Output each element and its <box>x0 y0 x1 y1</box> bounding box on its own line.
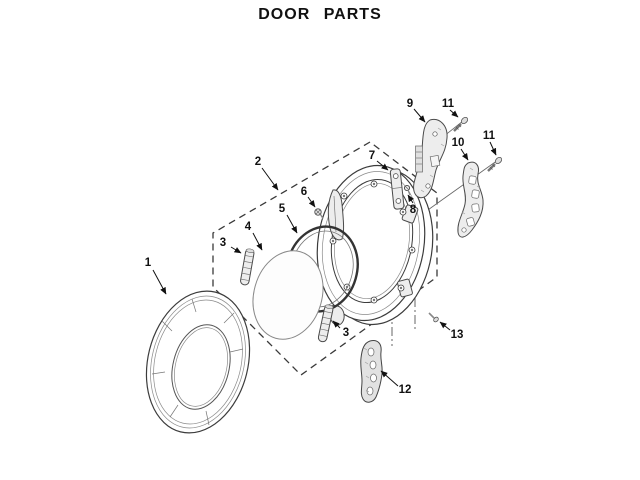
leader-12 <box>380 370 399 387</box>
leader-7 <box>376 160 389 171</box>
leader-3-upper <box>230 246 242 254</box>
hinge-part10 <box>457 161 484 238</box>
callout-10: 10 <box>452 137 465 149</box>
callout-1: 1 <box>145 257 152 269</box>
leader-4 <box>252 232 263 251</box>
callout-11-upper: 11 <box>442 98 455 110</box>
callout-4: 4 <box>245 221 252 233</box>
leader-9 <box>413 108 426 123</box>
callout-12: 12 <box>399 384 412 396</box>
ring-segment-lines <box>151 298 244 426</box>
callout-7: 7 <box>369 150 375 162</box>
leader-11-upper <box>449 109 459 118</box>
leader-8 <box>407 194 414 204</box>
screw-part11-upper <box>453 116 469 132</box>
leader-1 <box>152 269 167 295</box>
leader-3-lower <box>332 320 341 329</box>
leader-10 <box>460 148 469 161</box>
leader-2 <box>261 167 279 191</box>
screw-part13 <box>428 312 439 323</box>
frame-screw-bosses <box>329 180 416 304</box>
leader-5 <box>286 214 298 234</box>
leader-13 <box>439 321 451 331</box>
outer-door-ring-part1 <box>145 290 251 434</box>
leader-6 <box>307 196 316 208</box>
door-latch-part12 <box>360 340 383 403</box>
screw-part11-lower <box>487 156 503 172</box>
door-glass-part4 <box>252 250 324 340</box>
callout-2: 2 <box>255 156 261 168</box>
hinge-pin-part3-upper <box>240 248 255 286</box>
hinge-bracket-part7 <box>389 168 405 210</box>
page-title: DOOR PARTS <box>258 6 382 23</box>
callout-3-upper: 3 <box>220 237 226 249</box>
callout-6: 6 <box>301 186 307 198</box>
door-frame-assembly <box>316 164 434 326</box>
door-assembly-boundary-box <box>212 141 438 376</box>
leader-11-lower <box>489 141 497 156</box>
callout-3-lower: 3 <box>343 327 349 339</box>
callout-5: 5 <box>279 203 286 215</box>
callout-9: 9 <box>407 98 413 110</box>
callout-13: 13 <box>451 329 464 341</box>
leader-lines <box>152 108 497 387</box>
screw-part6 <box>314 208 324 219</box>
callout-8: 8 <box>410 204 417 216</box>
hinge-pin-part3-lower <box>317 304 334 343</box>
callout-11-lower: 11 <box>483 130 496 142</box>
hinge-cover-part9 <box>413 118 448 199</box>
callout-labels: 1 2 3 4 5 6 7 8 9 11 10 11 12 13 3 <box>145 98 496 396</box>
screw-part8 <box>403 184 411 196</box>
